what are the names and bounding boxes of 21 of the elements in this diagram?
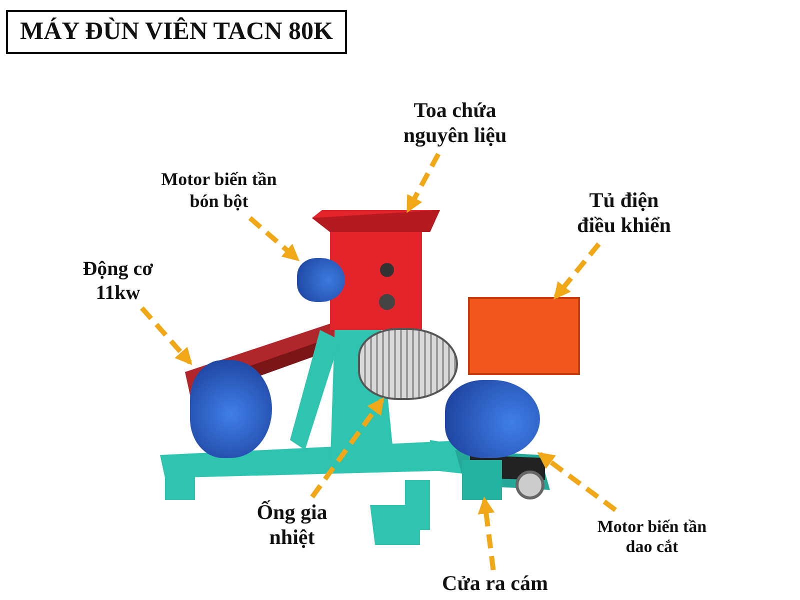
callout-label: Motor biến tần dao cắt bbox=[585, 510, 719, 564]
callout-label: Ống gia nhiệt bbox=[232, 497, 352, 553]
leader-arrow bbox=[406, 152, 441, 213]
callout-label: Motor biến tần bón bột bbox=[150, 164, 288, 218]
outlet-chute bbox=[462, 460, 502, 500]
leader-arrow bbox=[248, 216, 300, 262]
hopper bbox=[312, 210, 440, 330]
motor bbox=[297, 258, 345, 302]
leader-arrow bbox=[140, 306, 192, 366]
callout-label: Tủ điện điều khiển bbox=[568, 182, 680, 244]
leader-arrow bbox=[478, 496, 496, 570]
callout-label: Động cơ 11kw bbox=[68, 254, 168, 308]
title: MÁY ĐÙN VIÊN TACN 80K bbox=[6, 10, 347, 54]
leader-arrow bbox=[537, 452, 617, 512]
control-cabinet bbox=[468, 297, 580, 375]
callout-label: Cửa ra cám bbox=[415, 570, 575, 598]
leader-arrow bbox=[554, 242, 601, 300]
leader-arrow bbox=[310, 397, 384, 498]
heating-barrel bbox=[358, 328, 458, 400]
callout-label: Toa chứa nguyên liệu bbox=[385, 92, 525, 154]
motor bbox=[445, 380, 540, 458]
